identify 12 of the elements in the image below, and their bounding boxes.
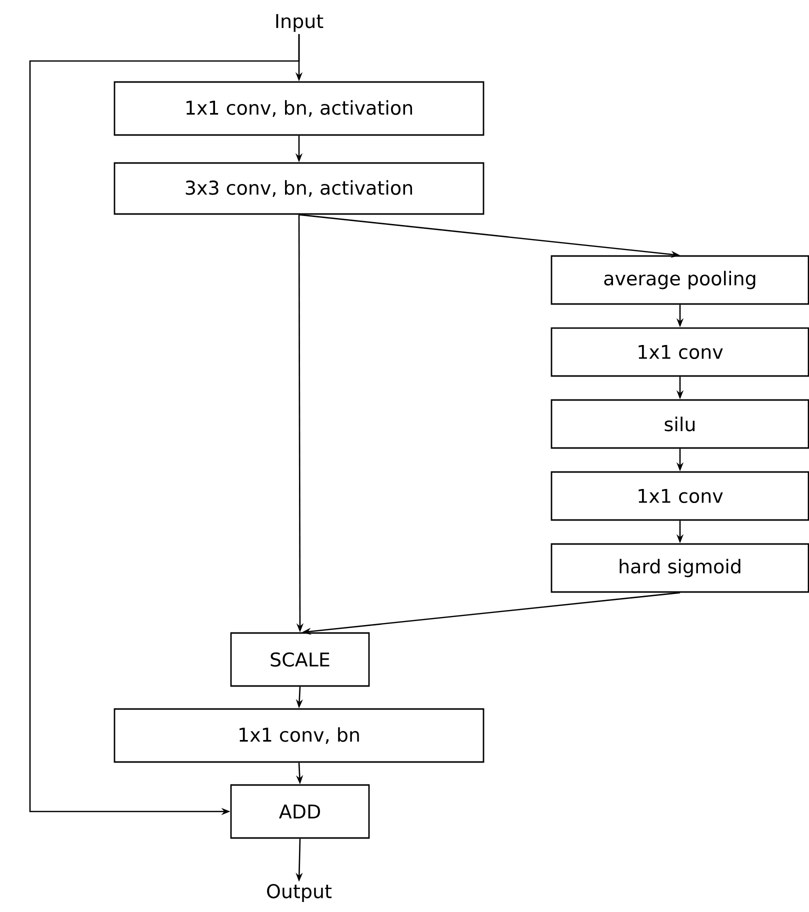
process-box: SCALE — [230, 632, 370, 687]
flow-label: Output — [267, 884, 332, 902]
process-box: hard sigmoid — [550, 543, 809, 593]
process-box: 1x1 conv — [550, 471, 809, 521]
process-box: average pooling — [550, 255, 809, 305]
process-box: 1x1 conv, bn, activation — [114, 81, 484, 136]
flow-label: Input — [276, 14, 324, 32]
process-box: 1x1 conv, bn — [114, 708, 484, 763]
process-box: silu — [550, 399, 809, 449]
process-box: 1x1 conv — [550, 327, 809, 377]
process-box: 3x3 conv, bn, activation — [114, 162, 484, 215]
process-box: ADD — [230, 784, 370, 839]
